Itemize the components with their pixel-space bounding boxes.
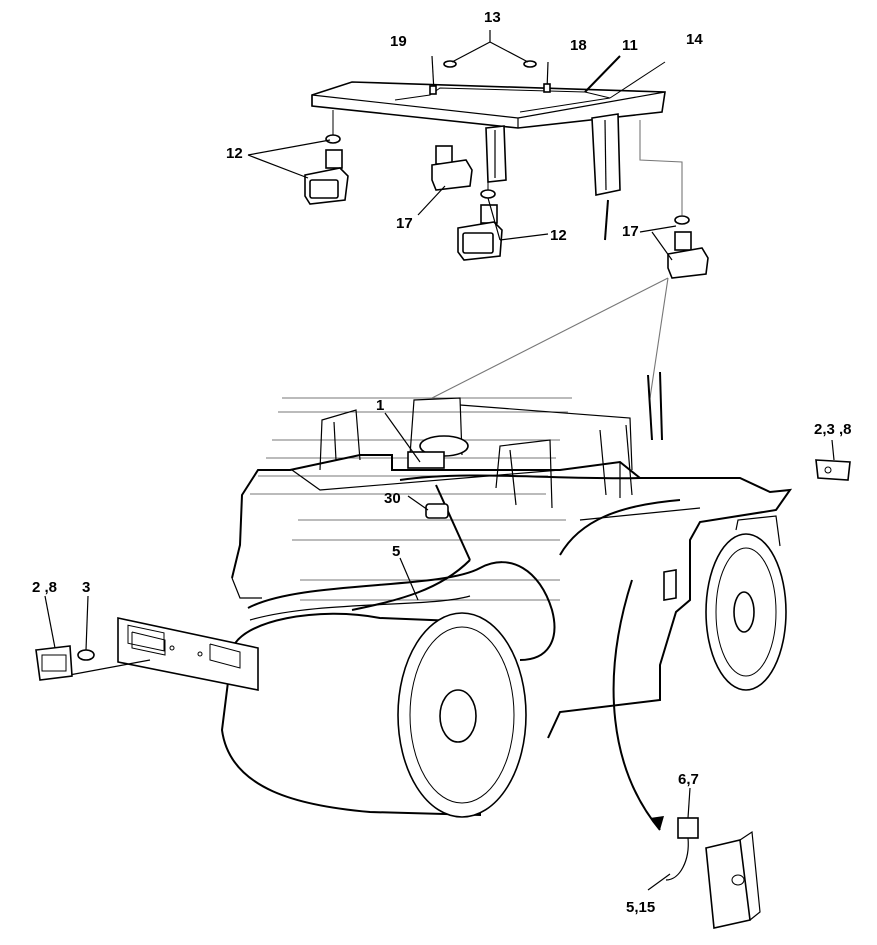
label-1: 1 [376,397,384,414]
label-13: 13 [484,9,501,26]
leader-1 [384,412,421,463]
label-30: 30 [384,490,401,507]
work-lamp-17-right [639,120,709,279]
label-2-8-left: 2 ,8 [32,579,57,596]
detail-socket [612,579,761,929]
work-lamp-12-left [304,110,349,205]
lamp-leaders [247,139,677,261]
label-3: 3 [82,579,90,596]
label-5-15: 5,15 [626,899,655,916]
leader-5 [399,557,419,601]
plate-bracket [63,617,259,691]
screws-13 [429,30,551,95]
work-lamp-12-center [457,180,503,261]
projection-lines [431,277,669,399]
roller-machine [220,371,793,818]
label-18: 18 [570,37,587,54]
label-2-3-8-right: 2,3 ,8 [814,421,852,438]
label-19: 19 [390,33,407,50]
detail-arrow [612,579,661,831]
arrow-head [650,816,664,830]
label-12-left: 12 [226,145,243,162]
label-17-left: 17 [396,215,413,232]
label-11: 11 [622,37,638,54]
connector-30 [407,495,449,519]
label-17-right: 17 [622,223,639,240]
reflector-2-3-8-right [815,439,851,481]
reflector-2-8-left [35,595,95,681]
work-lamp-17-left [431,145,473,191]
label-6-7: 6,7 [678,771,699,788]
cab-roof [311,55,666,129]
roof-posts [485,113,621,241]
label-12-center: 12 [550,227,567,244]
label-14: 14 [686,31,703,48]
label-5: 5 [392,543,400,560]
